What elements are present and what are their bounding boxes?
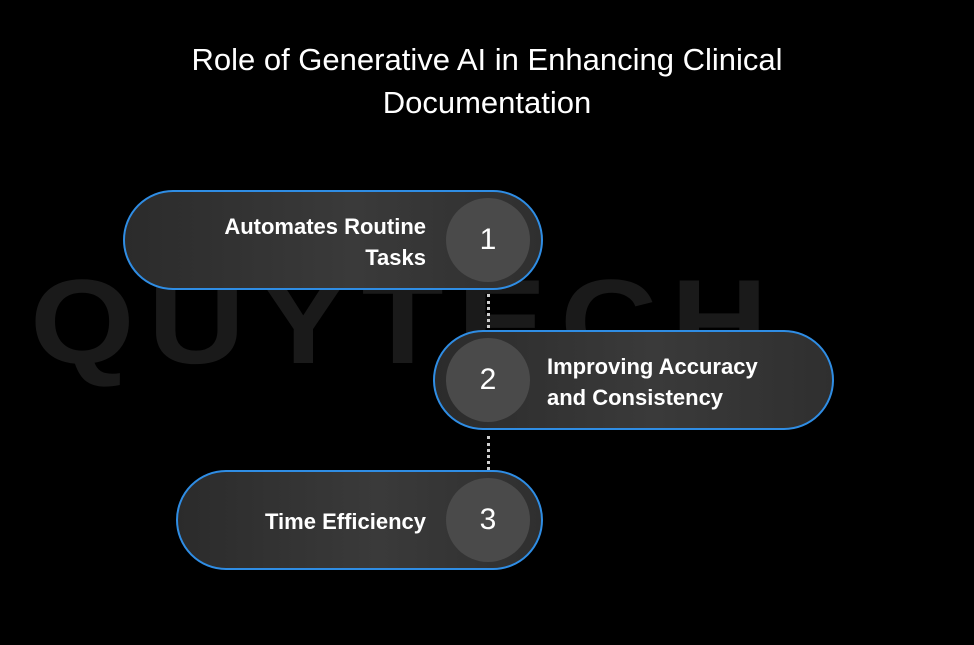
page-title: Role of Generative AI in Enhancing Clini… <box>191 42 783 120</box>
step-1-card: Automates Routine Tasks 1 <box>123 190 543 290</box>
step-3-number-circle: 3 <box>446 478 530 562</box>
step-1-number-circle: 1 <box>446 198 530 282</box>
step-3-card: Time Efficiency 3 <box>176 470 543 570</box>
step-1-number: 1 <box>479 223 497 256</box>
connector-2-3 <box>487 436 490 470</box>
step-2-card: 2 Improving Accuracy and Consistency <box>433 330 834 430</box>
step-2-number: 2 <box>479 363 497 396</box>
step-3-label: Time Efficiency <box>265 509 426 534</box>
step-1-label: Automates Routine Tasks <box>224 214 426 270</box>
step-3-number: 3 <box>479 503 497 536</box>
step-2-number-circle: 2 <box>446 338 530 422</box>
step-2-label: Improving Accuracy and Consistency <box>547 354 758 410</box>
connector-1-2 <box>487 294 490 328</box>
